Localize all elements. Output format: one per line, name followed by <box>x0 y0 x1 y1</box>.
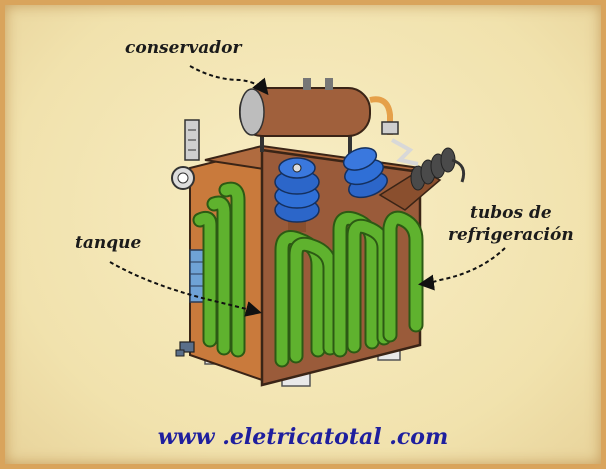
cooling-tubes-front <box>274 210 424 368</box>
cooling-tubes-left <box>192 181 246 358</box>
arrow-conservador <box>189 65 269 96</box>
conservator-tank <box>239 78 399 162</box>
drain-valve-icon <box>175 341 195 357</box>
label-conservador: conservador <box>125 38 242 58</box>
label-tanque: tanque <box>75 233 142 253</box>
bushing-blue-left <box>274 157 320 232</box>
label-tubos-line1: tubos de <box>470 203 552 223</box>
bushing-high-voltage <box>378 138 466 211</box>
label-tubos-de-refrigeracion: tubos de refrigeración <box>448 202 574 246</box>
footer-website-link[interactable]: www .eletricatotal .com <box>157 424 449 450</box>
arrow-tanque <box>109 261 262 317</box>
gauge-icon <box>171 119 200 190</box>
label-tubos-line2: refrigeración <box>448 225 574 245</box>
arrow-tubos <box>418 247 506 291</box>
bushing-blue-right <box>342 147 388 199</box>
